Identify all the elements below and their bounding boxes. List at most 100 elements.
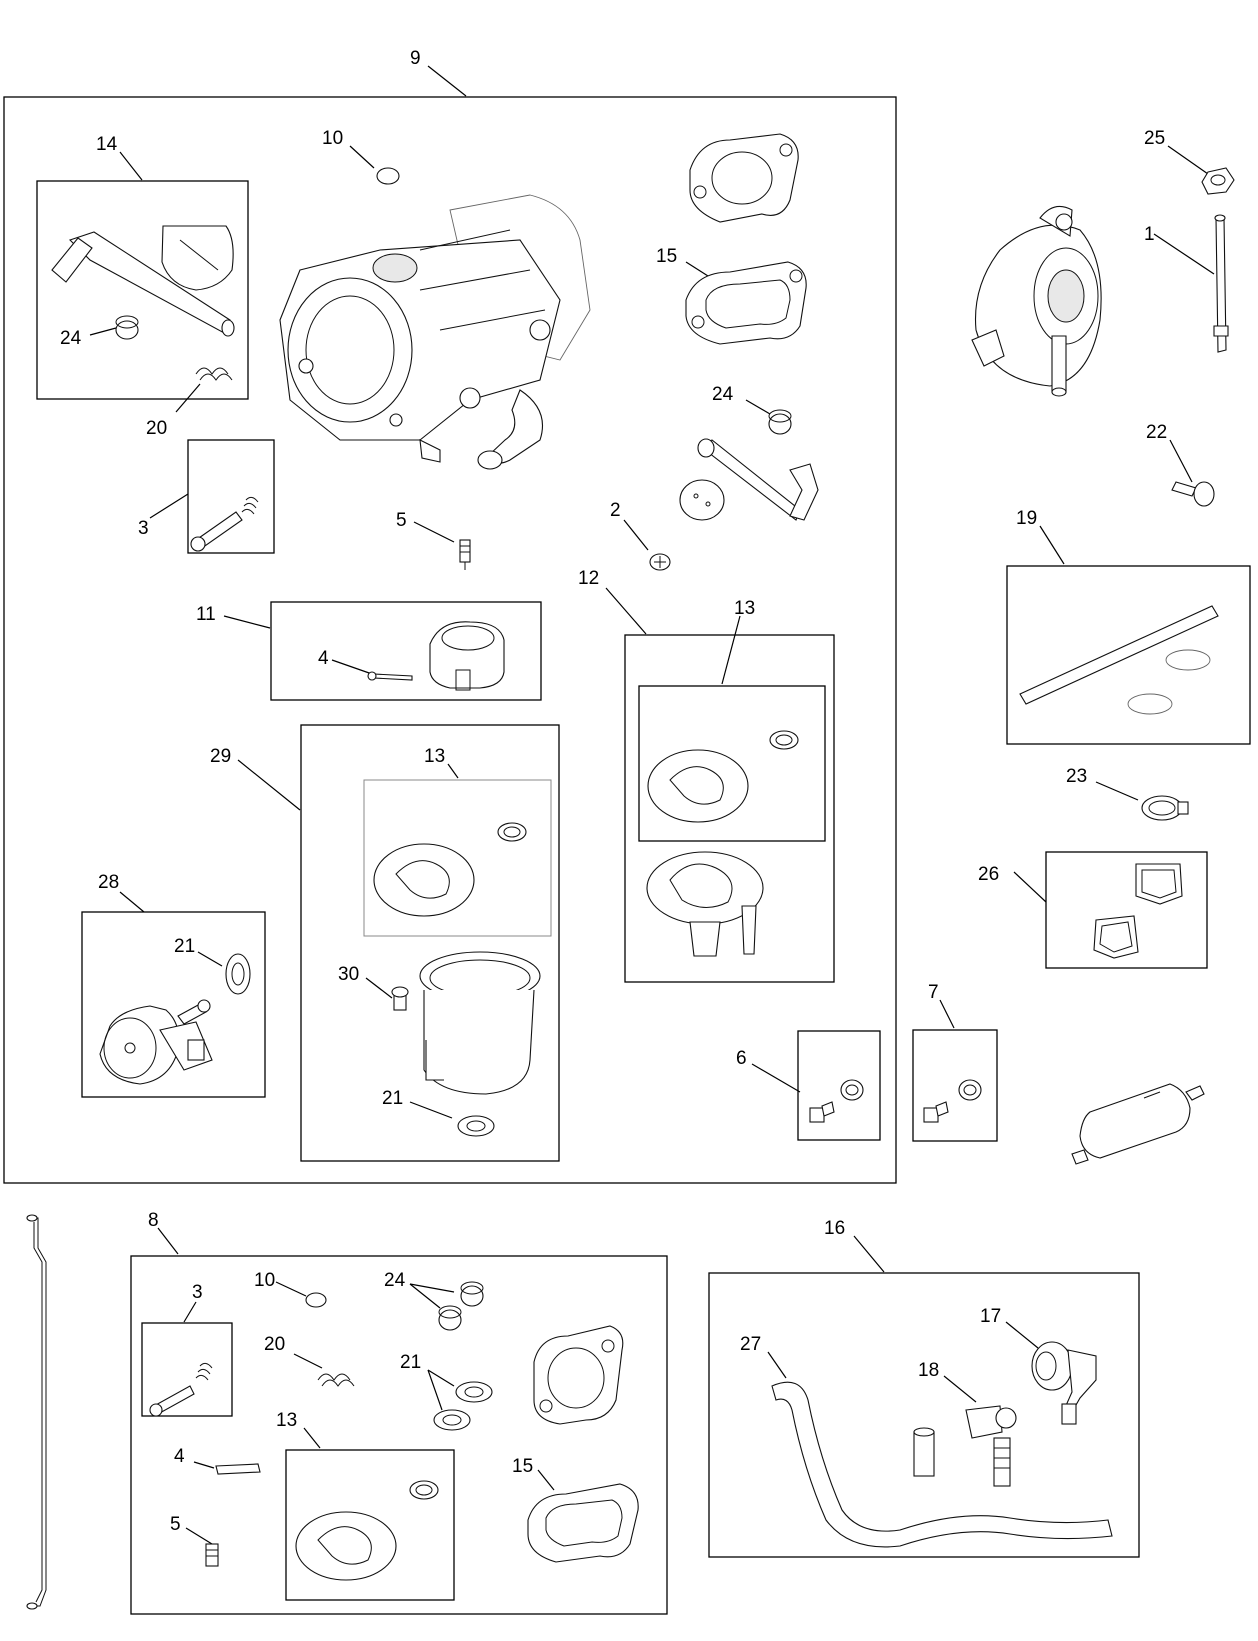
callout-24b[interactable]: 24 <box>712 384 734 405</box>
washer-21c-part <box>433 1381 493 1431</box>
callout-21c[interactable]: 21 <box>400 1352 421 1373</box>
callout-5b[interactable]: 5 <box>170 1514 181 1535</box>
gasket-13a-part <box>647 730 799 823</box>
leader-4a <box>331 659 373 675</box>
callout-22[interactable]: 22 <box>1146 422 1167 443</box>
callout-11[interactable]: 11 <box>196 604 216 625</box>
callout-14[interactable]: 14 <box>96 134 118 155</box>
callout-8[interactable]: 8 <box>148 1210 159 1231</box>
callout-23[interactable]: 23 <box>1066 766 1087 787</box>
callout-28[interactable]: 28 <box>98 872 119 893</box>
leader-21a <box>197 951 223 967</box>
callout-7[interactable]: 7 <box>928 982 939 1003</box>
group-12-frame <box>624 634 835 983</box>
callout-3b[interactable]: 3 <box>192 1282 203 1303</box>
callout-27[interactable]: 27 <box>740 1334 761 1355</box>
group-6-screw-kit: 6 <box>736 1030 881 1141</box>
leader-21c-a <box>427 1369 455 1387</box>
gasket-15-part <box>685 261 807 345</box>
callout-13a[interactable]: 13 <box>734 598 755 619</box>
gasket-8-part <box>533 1325 624 1425</box>
leader-7 <box>939 999 955 1029</box>
leader-13a <box>721 615 741 685</box>
callout-16[interactable]: 16 <box>824 1218 845 1239</box>
group-8-frame <box>130 1255 668 1615</box>
group-14-shaft-kit: 14 24 20 <box>36 134 249 439</box>
callout-24c[interactable]: 24 <box>384 1270 406 1291</box>
needle-5-part <box>459 539 471 570</box>
group-3b-frame <box>141 1322 233 1417</box>
leader-5b <box>185 1527 213 1545</box>
callout-21b[interactable]: 21 <box>382 1088 403 1109</box>
group-7-frame <box>912 1029 998 1142</box>
group-26-clamps: 26 <box>978 851 1208 969</box>
callout-18[interactable]: 18 <box>918 1360 939 1381</box>
leader-14 <box>119 151 143 181</box>
group-3a-frame <box>187 439 275 554</box>
leader-21b <box>409 1101 453 1119</box>
callout-3a[interactable]: 3 <box>138 518 149 539</box>
clamp-19b-part <box>1127 693 1173 715</box>
group-28-solenoid: 28 21 <box>81 872 266 1098</box>
float-pin-b-part <box>215 1463 261 1475</box>
solenoid-part <box>99 999 213 1085</box>
leader-28 <box>119 891 145 913</box>
callout-5a[interactable]: 5 <box>396 510 407 531</box>
float-part <box>429 621 505 691</box>
group-28-frame <box>81 911 266 1098</box>
group-7-screw-kit: 7 <box>912 982 998 1142</box>
leader-13b <box>447 763 459 779</box>
leader-22 <box>1169 439 1193 483</box>
callout-15a[interactable]: 15 <box>656 246 677 267</box>
callout-10a[interactable]: 10 <box>322 128 343 149</box>
gasket-13b-part <box>373 822 527 917</box>
leader-24c-b <box>409 1283 441 1309</box>
choke-shaft-part <box>679 438 819 521</box>
callout-19[interactable]: 19 <box>1016 508 1037 529</box>
callout-20a[interactable]: 20 <box>146 418 167 439</box>
callout-13b[interactable]: 13 <box>424 746 445 767</box>
callout-15b[interactable]: 15 <box>512 1456 533 1477</box>
stud-1-part <box>1213 214 1229 353</box>
screw-2-part <box>649 553 671 571</box>
leader-24a <box>89 327 117 336</box>
callout-26[interactable]: 26 <box>978 864 999 885</box>
float-pin-part <box>373 673 413 681</box>
leader-4b <box>193 1461 215 1469</box>
callout-4a[interactable]: 4 <box>318 648 329 669</box>
callout-24a[interactable]: 24 <box>60 328 82 349</box>
group-13a-frame <box>638 685 826 842</box>
callout-30[interactable]: 30 <box>338 964 359 985</box>
callout-6[interactable]: 6 <box>736 1048 747 1069</box>
callout-29[interactable]: 29 <box>210 746 231 767</box>
fuel-line-part <box>1019 605 1219 705</box>
group-11-frame <box>270 601 542 701</box>
callout-13c[interactable]: 13 <box>276 1410 297 1431</box>
bushing-24b-part <box>768 409 792 435</box>
callout-25[interactable]: 25 <box>1144 128 1165 149</box>
callout-2[interactable]: 2 <box>610 500 621 521</box>
callout-4b[interactable]: 4 <box>174 1446 185 1467</box>
leader-15b <box>537 1469 555 1491</box>
callout-17[interactable]: 17 <box>980 1306 1001 1327</box>
callout-9[interactable]: 9 <box>410 48 421 69</box>
leader-21c-b <box>427 1369 443 1411</box>
bushing-24-part <box>115 315 139 340</box>
link-rod-part <box>26 1214 47 1610</box>
screw-30-part <box>391 986 409 1011</box>
nut-25-part <box>1201 167 1235 195</box>
leader-3a <box>149 493 189 519</box>
callout-21a[interactable]: 21 <box>174 936 195 957</box>
leader-26 <box>1013 871 1047 903</box>
group-29-frame <box>300 724 560 1162</box>
callout-1[interactable]: 1 <box>1144 224 1155 245</box>
callout-20b[interactable]: 20 <box>264 1334 285 1355</box>
carburetor-body-part <box>279 194 591 470</box>
callout-12[interactable]: 12 <box>578 568 599 589</box>
callout-10b[interactable]: 10 <box>254 1270 275 1291</box>
group-19-fuel-line: 19 <box>1006 508 1251 745</box>
leader-10a <box>349 145 375 169</box>
leader-17 <box>1005 1321 1039 1349</box>
plug-10b-part <box>305 1292 327 1308</box>
